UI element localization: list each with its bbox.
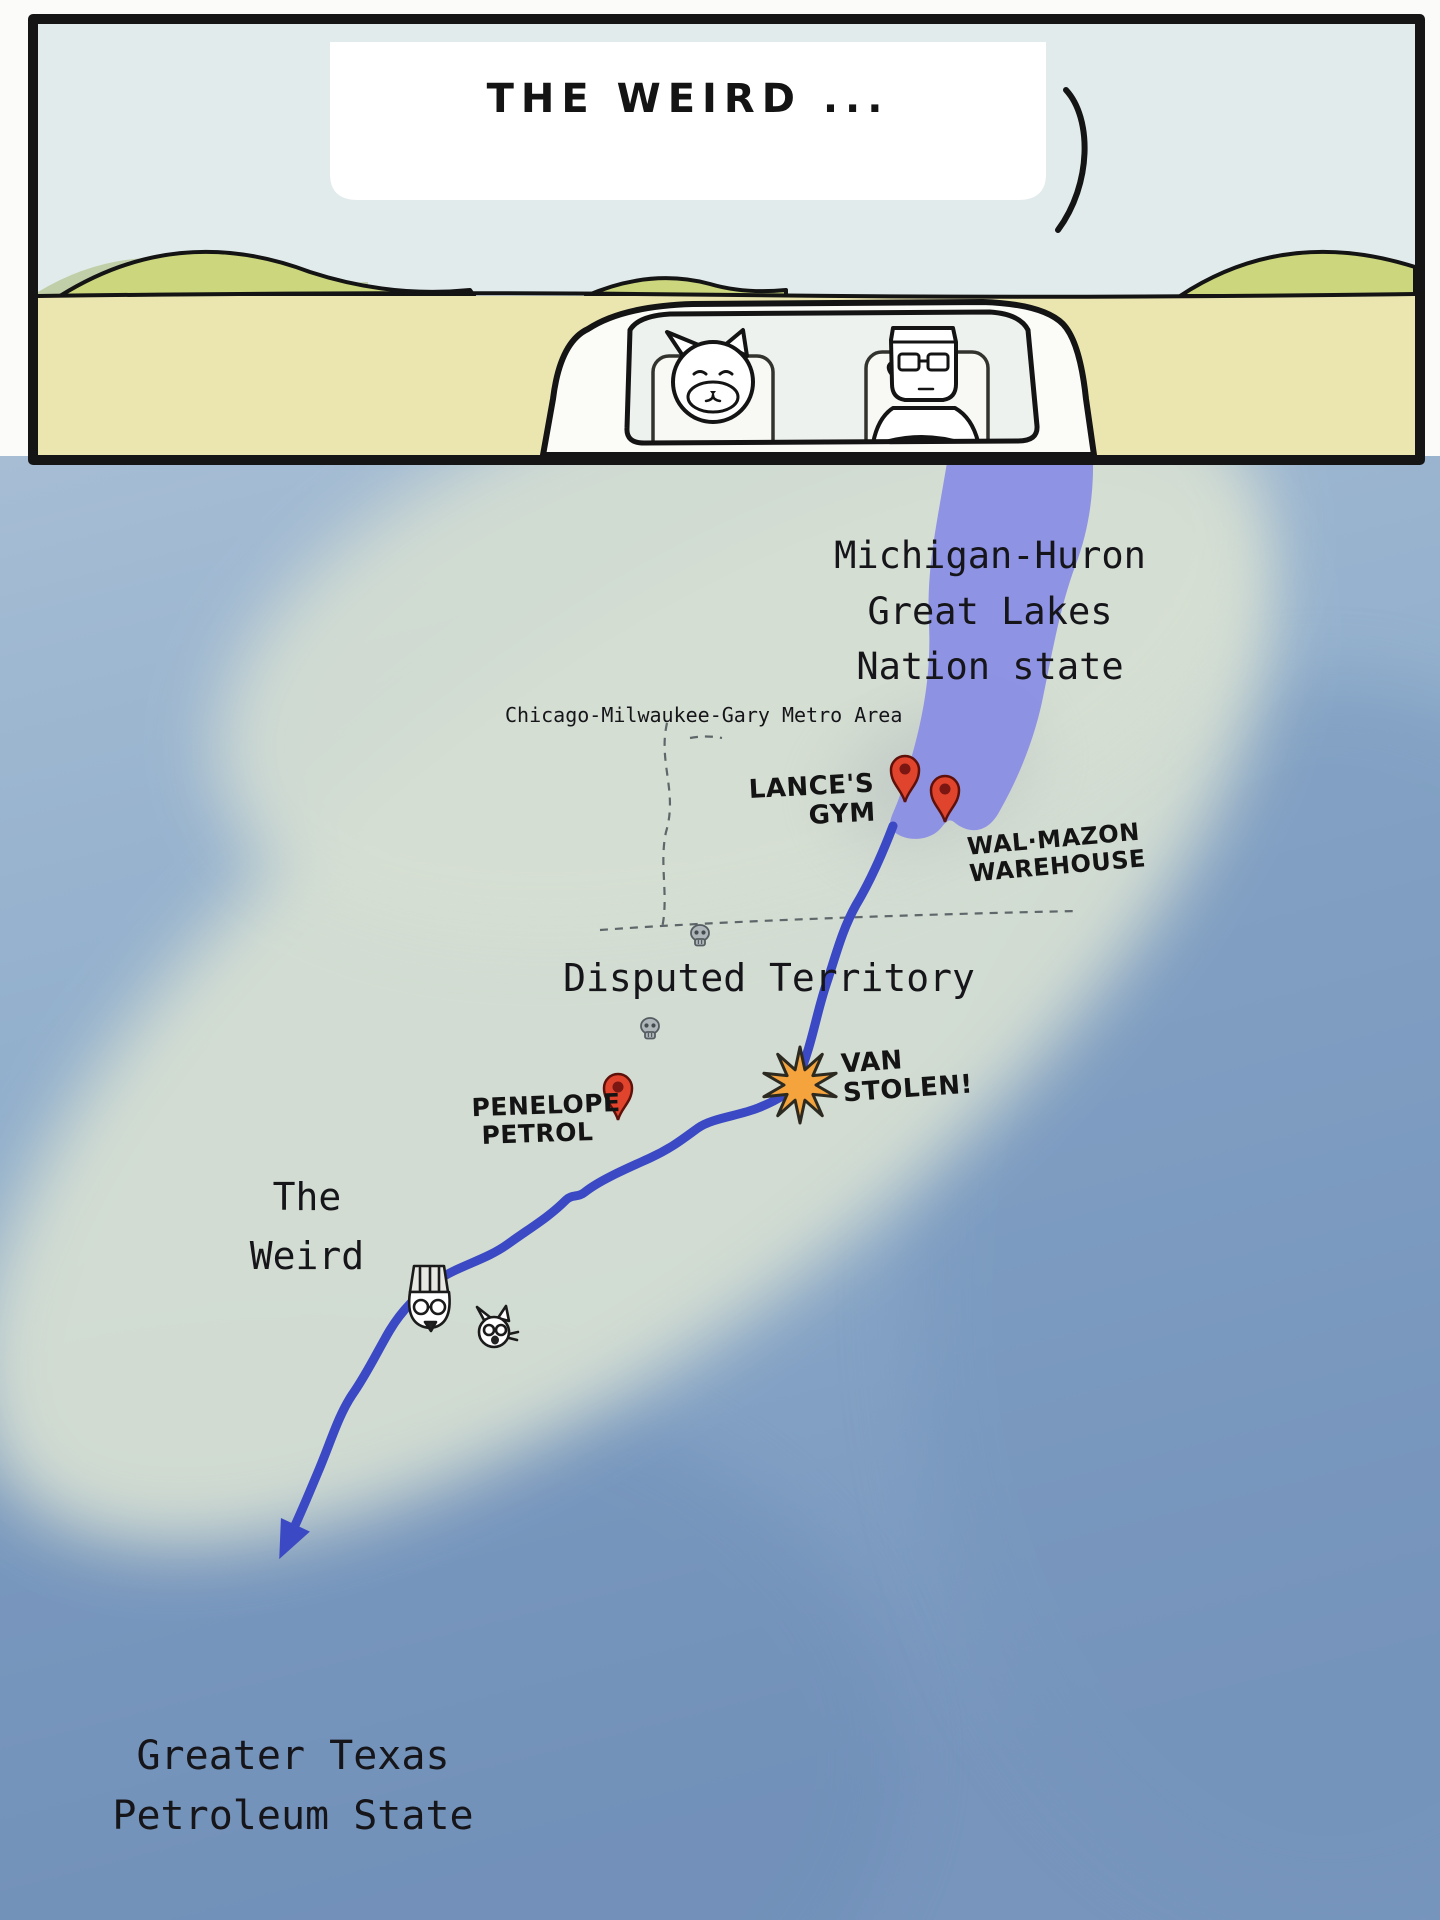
car-front-view <box>540 299 1097 455</box>
travel-route-line <box>279 821 898 1560</box>
lances-gym-label: LANCE'S GYM <box>748 768 877 832</box>
burst-star-icon <box>762 1045 838 1125</box>
comic-panel: THE WEIRD ... <box>28 14 1425 465</box>
cat-passenger-icon <box>665 328 755 424</box>
travelers-doodle <box>407 1264 520 1349</box>
speech-bubble-text: THE WEIRD ... <box>486 76 890 122</box>
nation-state-label: Michigan-Huron Great Lakes Nation state <box>834 534 1146 688</box>
penelope-petrol-label: PENELOPE PETROL <box>471 1088 622 1150</box>
horizon-line <box>38 291 1415 299</box>
van-stolen-label: VAN STOLEN! <box>840 1045 974 1109</box>
metro-area-label: Chicago-Milwaukee-Gary Metro Area <box>505 703 903 727</box>
speech-bubble-tail <box>1055 87 1088 233</box>
driving-scene <box>38 24 1415 455</box>
lake-michigan-huron <box>890 456 1094 839</box>
disputed-border-dashed <box>599 722 1079 932</box>
driver-icon <box>858 326 990 443</box>
greater-texas-label: Greater Texas Petroleum State <box>112 1733 474 1839</box>
speech-bubble <box>330 42 1046 200</box>
middle-hills <box>584 276 788 298</box>
right-hill <box>1178 249 1415 298</box>
the-weird-label: The Weird <box>249 1175 365 1278</box>
cat-doodle-icon <box>475 1304 520 1349</box>
disputed-territory-label: Disputed Territory <box>563 956 975 1000</box>
windshield-frame <box>624 309 1040 446</box>
driver-doodle-icon <box>407 1264 451 1333</box>
